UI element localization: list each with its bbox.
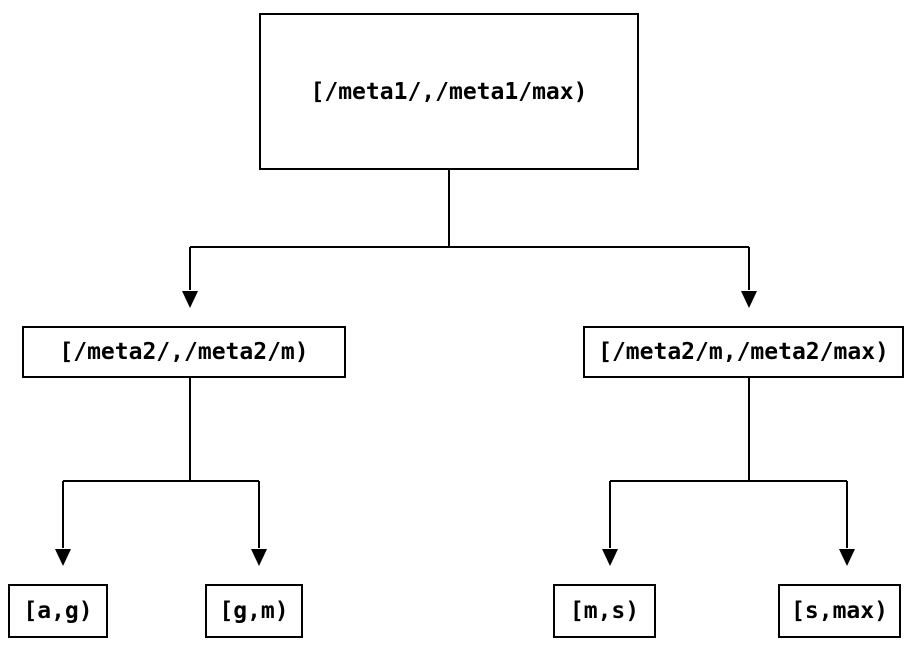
arrowhead-down-icon	[839, 549, 855, 566]
arrowhead-down-icon	[251, 549, 267, 566]
tree-node-meta2-left: [/meta2/,/meta2/m)	[22, 326, 346, 378]
edge-root-to-meta2-left	[182, 247, 198, 308]
tree-node-leaf-ms: [m,s)	[553, 584, 656, 638]
edge-meta2-right-to-leaf-smax	[839, 481, 855, 566]
edge-meta2-right-to-leaf-ms	[602, 481, 618, 566]
edge-meta2-left-to-leaf-gm	[251, 481, 267, 566]
tree-node-meta2-right: [/meta2/m,/meta2/max)	[583, 326, 904, 378]
tree-node-leaf-smax: [s,max)	[778, 584, 901, 638]
arrowhead-down-icon	[602, 549, 618, 566]
arrowhead-down-icon	[741, 291, 757, 308]
tree-node-root: [/meta1/,/meta1/max)	[259, 13, 639, 170]
arrowhead-down-icon	[182, 291, 198, 308]
edge-root-to-meta2-right	[741, 247, 757, 308]
tree-node-leaf-ag: [a,g)	[8, 584, 108, 638]
arrowhead-down-icon	[55, 549, 71, 566]
edge-meta2-left-to-leaf-ag	[55, 481, 71, 566]
tree-node-leaf-gm: [g,m)	[205, 584, 303, 638]
